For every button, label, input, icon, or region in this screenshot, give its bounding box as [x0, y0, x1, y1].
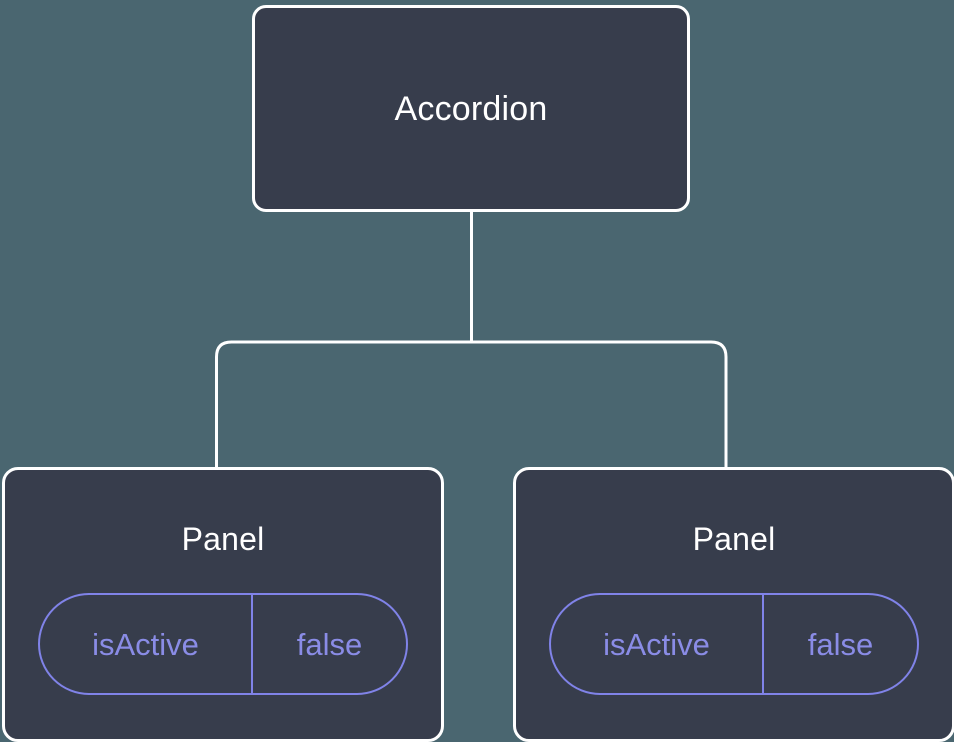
node-panel-right-label: Panel: [692, 521, 776, 557]
node-panel-right[interactable]: Panel isActive false: [513, 467, 954, 742]
prop-value-left: false: [296, 626, 363, 662]
node-accordion[interactable]: Accordion: [252, 5, 690, 212]
prop-key-left: isActive: [40, 595, 253, 693]
node-panel-left-label: Panel: [181, 521, 265, 557]
prop-key-right: isActive: [551, 595, 764, 693]
node-panel-left[interactable]: Panel isActive false: [2, 467, 444, 742]
node-accordion-label: Accordion: [394, 89, 548, 128]
prop-value-right: false: [807, 626, 874, 662]
connector-child-bus: [215, 340, 728, 470]
prop-pill-right[interactable]: isActive false: [549, 593, 919, 695]
prop-pill-left[interactable]: isActive false: [38, 593, 408, 695]
